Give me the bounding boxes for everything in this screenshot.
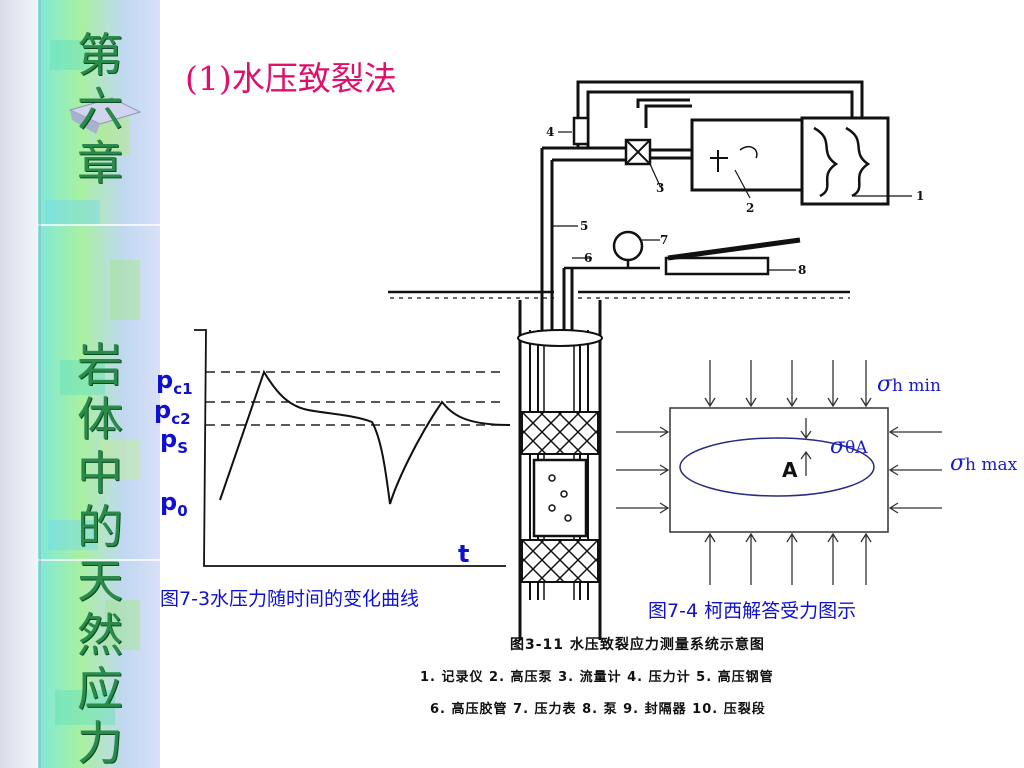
sidebar: 第六章 岩体中的天然应力 — [0, 0, 160, 768]
sigma-h-min-arrows-bottom — [704, 532, 872, 585]
apparatus-numbers: 1 2 3 4 5 6 7 8 — [546, 125, 924, 277]
apparatus-number-7: 7 — [660, 233, 668, 247]
borehole-ellipse — [679, 437, 875, 497]
pressure-chart — [194, 329, 511, 567]
sigma-h-min-arrows-top — [704, 360, 872, 408]
chart-axes — [194, 329, 506, 567]
slide-title: (1)水压致裂法 — [185, 59, 397, 98]
stress-block — [669, 407, 889, 533]
label-sigma-h-min: σh min — [877, 372, 941, 397]
label-pc1: pc1 — [156, 366, 193, 398]
diagram-canvas: 1 2 3 4 5 6 7 8 — [194, 80, 942, 640]
sigma-h-max-arrows-left — [616, 426, 670, 514]
apparatus-legend-line-2: 6. 高压胶管 7. 压力表 8. 泵 9. 封隔器 10. 压裂段 — [430, 702, 766, 717]
sidebar-background — [0, 0, 160, 768]
apparatus-legend-line-1: 1. 记录仪 2. 高压泵 3. 流量计 4. 压力计 5. 高压钢管 — [420, 670, 774, 685]
apparatus-number-4: 4 — [546, 125, 554, 139]
apparatus-diagram — [388, 80, 912, 640]
chapter-title: 第六章 — [77, 28, 123, 190]
theta-a-arrow-up — [800, 450, 812, 476]
apparatus-number-6: 6 — [584, 251, 592, 265]
sigma-h-max-arrows-right — [888, 426, 942, 514]
label-p0: p0 — [160, 488, 188, 520]
label-pc2: pc2 — [154, 396, 191, 428]
kirsch-caption: 图7-4 柯西解答受力图示 — [648, 600, 857, 622]
apparatus-caption: 图3-11 水压致裂应力测量系统示意图 — [510, 637, 765, 653]
apparatus-number-5: 5 — [580, 219, 588, 233]
apparatus-number-2: 2 — [746, 201, 754, 215]
subject-title: 岩体中的天然应力 — [77, 338, 123, 768]
apparatus-number-1: 1 — [916, 189, 924, 203]
label-ps: pS — [160, 425, 188, 457]
pressure-chart-caption: 图7-3水压力随时间的变化曲线 — [160, 588, 420, 610]
label-point-a: A — [782, 458, 798, 482]
apparatus-number-3: 3 — [656, 181, 664, 195]
kirsch-diagram — [616, 360, 942, 585]
theta-a-arrow-down — [800, 418, 812, 440]
pressure-curve — [219, 369, 511, 505]
label-sigma-theta-a: σθA — [830, 434, 868, 459]
apparatus-number-8: 8 — [798, 263, 806, 277]
label-sigma-h-max: σh max — [950, 451, 1018, 476]
label-time-axis: t — [458, 540, 470, 568]
